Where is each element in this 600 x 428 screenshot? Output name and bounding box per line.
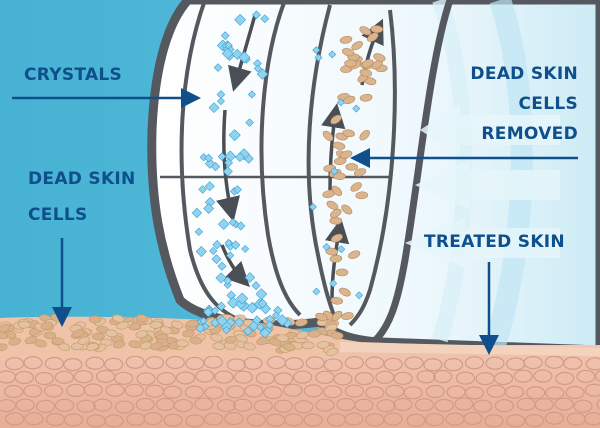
removed-label-line3: REMOVED	[481, 124, 578, 144]
treated-skin-label: TREATED SKIN	[424, 232, 565, 252]
removed-label-line1: DEAD SKIN	[470, 64, 578, 84]
wand-outer-curve	[367, 0, 454, 348]
outflow-channel-outer-wall	[348, 9, 397, 327]
flow-arrow-down-2	[216, 109, 240, 222]
dead-skin-label-line1: DEAD SKIN	[28, 169, 136, 189]
treated-skin-surface	[340, 342, 600, 356]
flow-arrow-down-3	[220, 244, 250, 287]
inflow-channel-inner-wall	[259, 0, 302, 317]
skin-cell-texture	[0, 355, 600, 428]
flow-arrow-up-1	[325, 218, 350, 301]
crystals-particles	[191, 10, 293, 339]
flow-arrow-down-1	[228, 14, 257, 92]
crystals-label: CRYSTALS	[24, 65, 123, 85]
removed-cells-particles	[308, 25, 388, 322]
inflow-channel-outer-wall	[179, 0, 241, 322]
airflow-arrows	[405, 104, 560, 268]
removed-label-line2: CELLS	[518, 94, 578, 114]
wand-highlight-2	[484, 0, 533, 349]
dead-skin-label-line2: CELLS	[28, 205, 88, 225]
outflow-channel-inner-wall	[306, 4, 337, 319]
